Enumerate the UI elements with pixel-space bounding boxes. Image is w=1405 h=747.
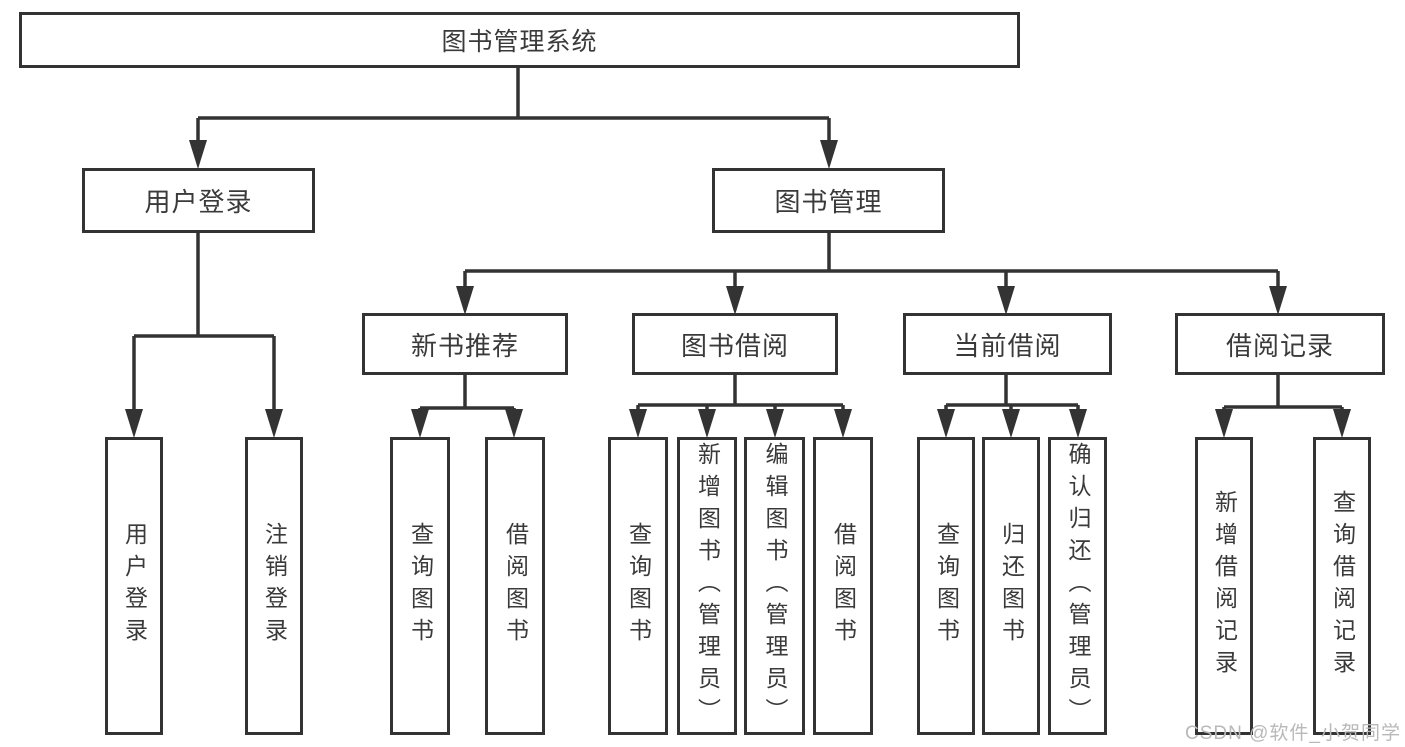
leaf-add-borrow-record: 新增借阅记录	[1195, 437, 1253, 735]
node-label: 用户登录	[144, 187, 253, 217]
node-label: 当前借阅	[953, 330, 1062, 361]
leaf-label: 新增借阅记录	[1211, 490, 1238, 682]
leaf-label: 新增图书（管理员）	[694, 442, 721, 730]
node-book-borrowing: 图书借阅	[632, 313, 838, 375]
leaf-label: 查询借阅记录	[1329, 490, 1356, 682]
node-new-book-recommendation: 新书推荐	[362, 313, 568, 375]
node-user-login: 用户登录	[82, 168, 315, 233]
node-library-management-system: 图书管理系统	[19, 12, 1020, 68]
leaf-borrow-books-borrowing: 借阅图书	[813, 437, 873, 735]
leaf-logout-login: 注销登录	[245, 437, 303, 735]
node-label: 图书借阅	[680, 330, 789, 361]
node-borrowing-records: 借阅记录	[1175, 313, 1385, 375]
leaf-add-books-admin: 新增图书（管理员）	[677, 437, 737, 735]
node-label: 图书管理	[774, 187, 883, 217]
leaf-label: 借阅图书	[830, 522, 857, 650]
arrowheads	[125, 140, 1351, 438]
watermark-text: CSDN @软件_小贺同学	[1185, 723, 1401, 744]
leaf-borrow-books-recommendation: 借阅图书	[485, 437, 545, 735]
leaf-label: 查询图书	[933, 522, 960, 650]
node-label: 图书管理系统	[441, 28, 598, 56]
node-current-borrowing: 当前借阅	[903, 313, 1112, 375]
leaf-user-login: 用户登录	[105, 437, 163, 735]
leaf-edit-books-admin: 编辑图书（管理员）	[744, 437, 805, 735]
leaf-return-books: 归还图书	[982, 437, 1040, 735]
leaf-label: 查询图书	[407, 522, 434, 650]
leaf-label: 借阅图书	[502, 522, 529, 650]
leaf-query-books-current: 查询图书	[917, 437, 975, 735]
leaf-label: 编辑图书（管理员）	[762, 442, 788, 730]
leaf-query-books-borrowing: 查询图书	[608, 437, 668, 735]
leaf-label: 归还图书	[998, 522, 1025, 650]
leaf-query-borrow-record: 查询借阅记录	[1313, 437, 1371, 735]
node-book-management: 图书管理	[712, 168, 945, 233]
leaf-label: 确认归还（管理员）	[1065, 442, 1091, 730]
node-label: 借阅记录	[1225, 330, 1334, 361]
leaf-query-books-recommendation: 查询图书	[390, 437, 450, 735]
leaf-label: 注销登录	[261, 522, 288, 650]
leaf-confirm-return-admin: 确认归还（管理员）	[1048, 437, 1107, 735]
node-label: 新书推荐	[410, 330, 519, 361]
leaf-label: 查询图书	[625, 522, 652, 650]
leaf-label: 用户登录	[121, 522, 148, 650]
